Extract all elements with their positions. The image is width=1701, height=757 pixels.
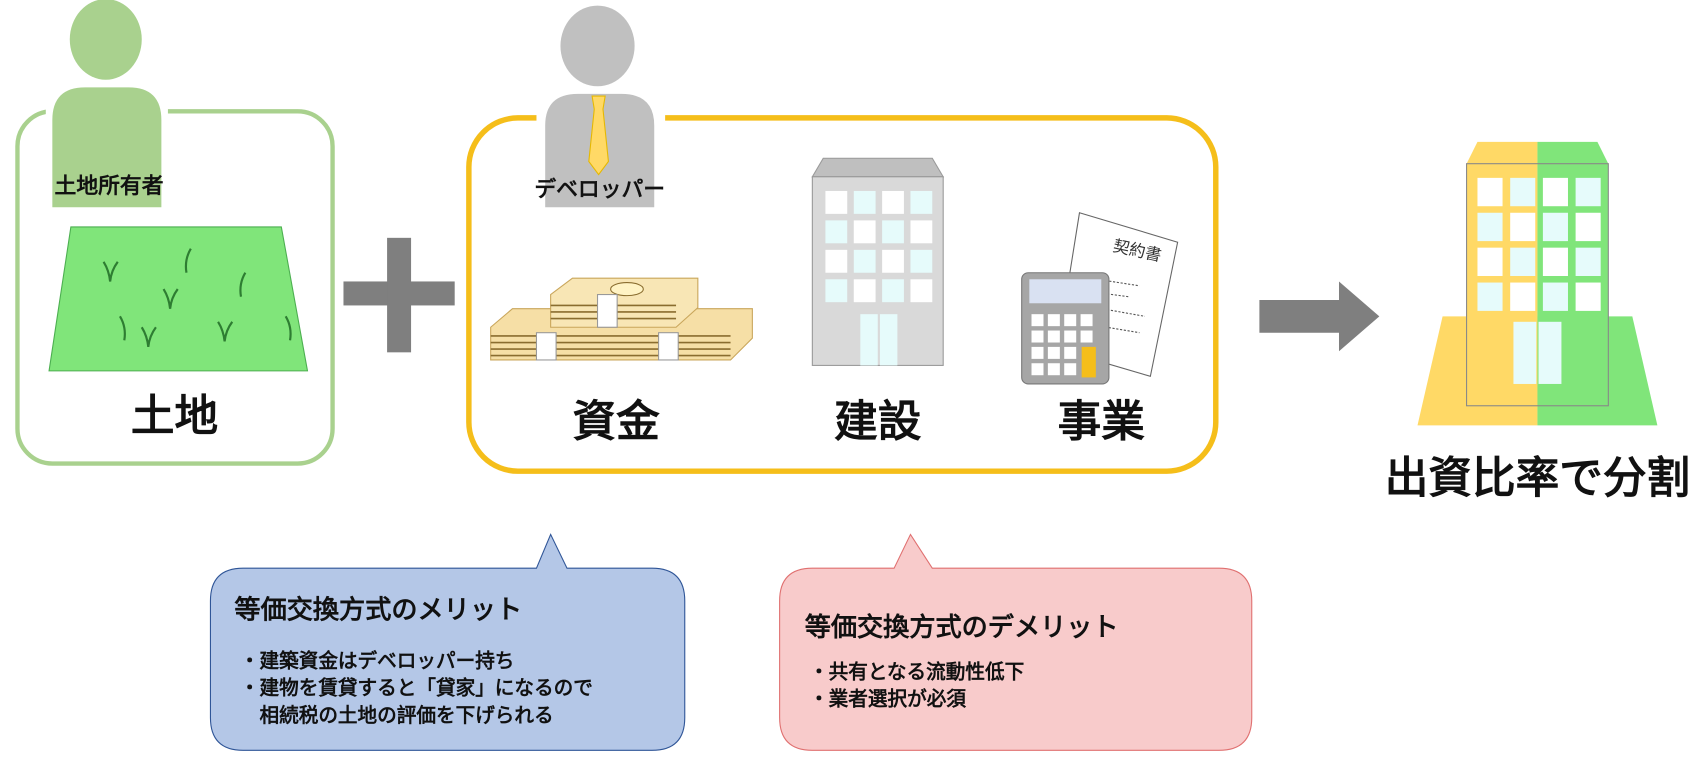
window <box>910 279 933 303</box>
window <box>882 220 904 244</box>
window <box>1477 212 1503 242</box>
land-owner-person-icon <box>45 0 168 208</box>
developer-box <box>466 115 1219 474</box>
window <box>882 190 904 214</box>
window <box>1047 314 1060 327</box>
window <box>825 220 848 244</box>
demerit-item: ・共有となる流動性低下 <box>809 660 1024 683</box>
window <box>1575 247 1601 277</box>
window <box>1064 363 1077 376</box>
window <box>1031 346 1044 359</box>
window <box>910 220 933 244</box>
land-label: 土地 <box>131 392 218 442</box>
window <box>825 190 848 214</box>
window <box>825 279 848 303</box>
merit-item: ・建築資金はデベロッパー持ち <box>240 649 515 672</box>
merit-item: 相続税の土地の評価を下げられる <box>240 704 554 727</box>
window <box>1477 282 1503 311</box>
window <box>910 190 933 214</box>
plus-icon <box>343 237 455 353</box>
land-owner-box <box>15 109 335 466</box>
window <box>853 249 876 273</box>
window <box>1080 314 1093 327</box>
window <box>882 279 904 303</box>
window <box>1064 330 1077 343</box>
window <box>1031 363 1044 376</box>
window <box>1575 177 1601 207</box>
shared-building-icon <box>1417 141 1658 426</box>
merit-title: 等価交換方式のメリット <box>234 594 522 625</box>
window <box>853 279 876 303</box>
window <box>1510 177 1536 207</box>
window <box>1081 346 1096 378</box>
land-icon <box>48 226 309 372</box>
demerit-item: ・業者選択が必須 <box>809 688 966 711</box>
money-icon <box>490 277 753 361</box>
window <box>1047 363 1060 376</box>
window <box>1542 177 1568 207</box>
window <box>1510 282 1536 311</box>
window <box>825 249 848 273</box>
funds-label: 資金 <box>572 397 660 447</box>
building-icon <box>811 157 945 366</box>
window <box>1064 346 1077 359</box>
merit-callout: 等価交換方式のメリット ・建築資金はデベロッパー持ち ・建物を賃貸すると「貸家」… <box>209 533 686 751</box>
land-owner-label: 土地所有者 <box>55 173 164 199</box>
window <box>1575 282 1601 311</box>
window <box>1575 212 1601 242</box>
window <box>1477 177 1503 207</box>
window <box>853 190 876 214</box>
merit-item: ・建物を賃貸すると「貸家」になるので <box>240 677 593 700</box>
window <box>1510 247 1536 277</box>
window <box>1542 247 1568 277</box>
developer-person-icon <box>536 5 666 208</box>
result-label: 出資比率で分割 <box>1385 454 1690 504</box>
window <box>1542 282 1568 311</box>
business-label: 事業 <box>1058 397 1146 447</box>
construction-label: 建設 <box>834 397 922 447</box>
developer-label: デベロッパー <box>534 176 665 202</box>
window <box>1477 247 1503 277</box>
window <box>1510 212 1536 242</box>
arrow-right-icon <box>1259 281 1380 352</box>
window <box>1031 330 1044 343</box>
window <box>1080 330 1093 343</box>
window <box>1064 314 1077 327</box>
demerit-callout: 等価交換方式のデメリット ・共有となる流動性低下 ・業者選択が必須 <box>779 533 1253 751</box>
calculator-icon <box>1021 272 1110 385</box>
window <box>882 249 904 273</box>
window <box>853 220 876 244</box>
window <box>910 249 933 273</box>
window <box>1047 330 1060 343</box>
window <box>1031 314 1044 327</box>
demerit-title: 等価交換方式のデメリット <box>805 612 1119 643</box>
window <box>1047 346 1060 359</box>
window <box>1542 212 1568 242</box>
